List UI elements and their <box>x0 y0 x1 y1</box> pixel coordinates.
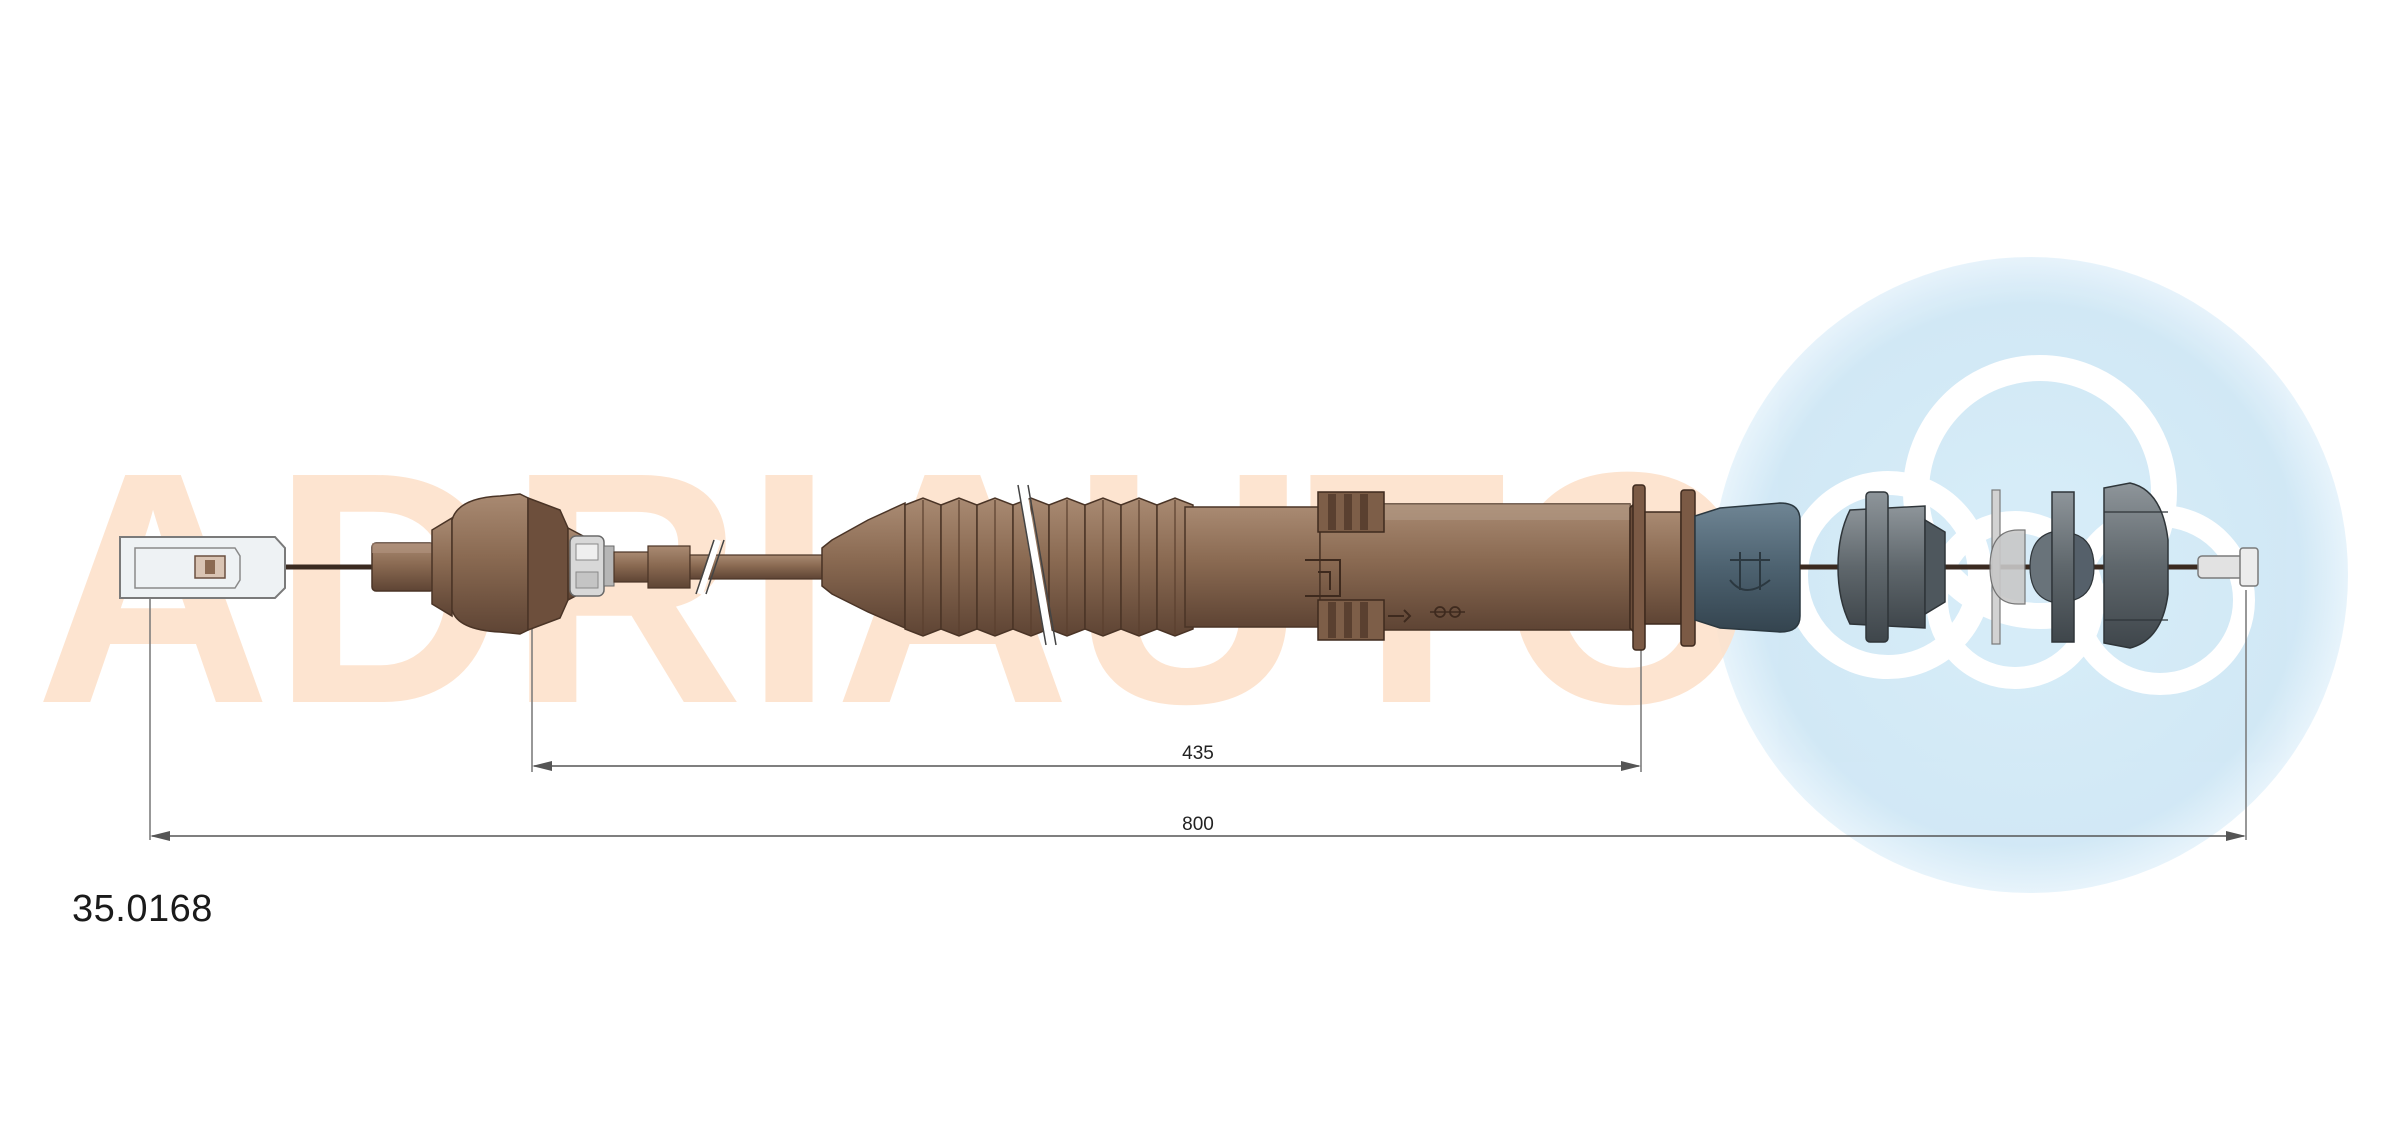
bellows-break-mark <box>1017 484 1047 646</box>
right-connector <box>1694 502 1801 633</box>
right-damper <box>1837 491 1946 643</box>
protective-bellows <box>821 484 1194 646</box>
bellows-break-gap <box>1018 484 1054 646</box>
dimension-inner: 435 <box>532 743 1641 771</box>
grey-bushing <box>2029 491 2095 643</box>
right-end-pin <box>2197 547 2259 587</box>
dimension-inner-label: 435 <box>1182 743 1214 764</box>
outer-conduit-left <box>613 539 823 595</box>
grey-end-cap <box>2103 482 2169 649</box>
dimension-overall-label: 800 <box>1182 814 1214 835</box>
hex-nut <box>569 535 615 597</box>
left-ferrule <box>371 516 453 618</box>
mounting-flange <box>1629 484 1696 651</box>
bellows-break-mark <box>1027 484 1057 646</box>
dome-stop <box>1989 529 2026 605</box>
clutch-cable <box>119 482 2259 651</box>
left-end-fitting <box>119 536 286 599</box>
part-number: 35.0168 <box>72 888 213 930</box>
dimension-overall: 800 <box>150 814 2246 841</box>
main-housing <box>1184 491 1631 641</box>
